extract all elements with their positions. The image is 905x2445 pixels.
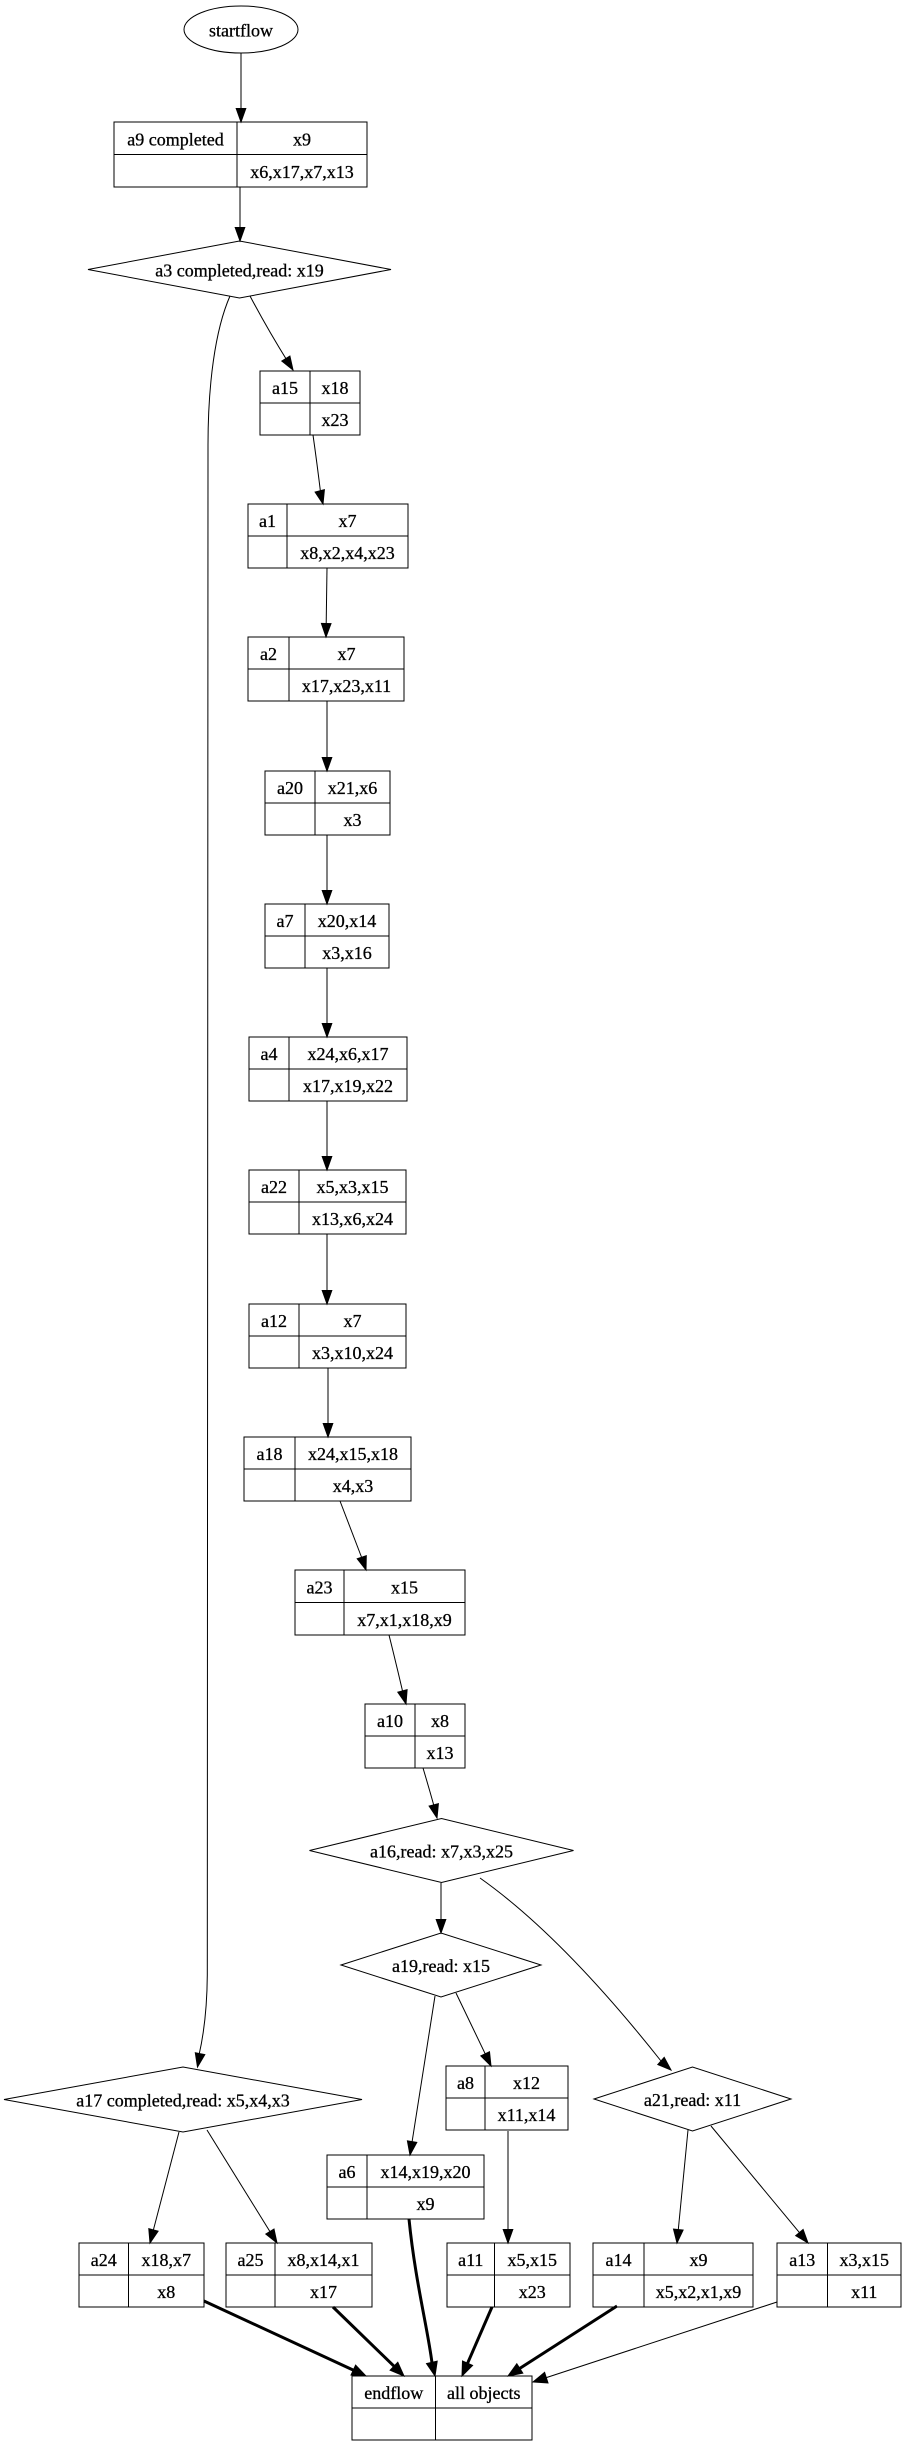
svg-text:a9 completed: a9 completed xyxy=(127,129,223,149)
svg-text:x7,x1,x18,x9: x7,x1,x18,x9 xyxy=(357,1610,452,1630)
svg-text:a16,read: x7,x3,x25: a16,read: x7,x3,x25 xyxy=(370,1842,513,1862)
svg-text:a11: a11 xyxy=(458,2250,483,2270)
svg-text:x24,x6,x17: x24,x6,x17 xyxy=(308,1044,389,1064)
svg-text:x23: x23 xyxy=(322,410,349,430)
svg-text:x13,x6,x24: x13,x6,x24 xyxy=(312,1209,393,1229)
svg-text:x7: x7 xyxy=(344,1311,362,1331)
svg-text:x7: x7 xyxy=(338,644,356,664)
svg-text:a6: a6 xyxy=(339,2162,356,2182)
svg-text:x18,x7: x18,x7 xyxy=(142,2250,192,2270)
svg-text:startflow: startflow xyxy=(209,21,273,41)
svg-text:x3,x10,x24: x3,x10,x24 xyxy=(312,1343,393,1363)
svg-text:x9: x9 xyxy=(293,129,311,149)
svg-text:x17,x23,x11: x17,x23,x11 xyxy=(302,676,391,696)
svg-text:x3: x3 xyxy=(344,810,362,830)
svg-text:a22: a22 xyxy=(261,1177,287,1197)
svg-text:a25: a25 xyxy=(238,2250,264,2270)
svg-text:x20,x14: x20,x14 xyxy=(318,911,377,931)
svg-text:x8,x14,x1: x8,x14,x1 xyxy=(288,2250,360,2270)
svg-text:x11,x14: x11,x14 xyxy=(498,2105,556,2125)
svg-text:x17: x17 xyxy=(310,2282,337,2302)
svg-text:a12: a12 xyxy=(261,1311,287,1331)
svg-text:a24: a24 xyxy=(91,2250,117,2270)
svg-text:x23: x23 xyxy=(519,2282,546,2302)
svg-text:x6,x17,x7,x13: x6,x17,x7,x13 xyxy=(250,162,354,182)
svg-text:a4: a4 xyxy=(261,1044,278,1064)
svg-text:x11: x11 xyxy=(851,2282,877,2302)
svg-text:a19,read: x15: a19,read: x15 xyxy=(392,1956,490,1976)
svg-text:x9: x9 xyxy=(690,2250,708,2270)
svg-text:x18: x18 xyxy=(322,378,349,398)
svg-text:x12: x12 xyxy=(513,2073,540,2093)
svg-text:x7: x7 xyxy=(339,511,357,531)
svg-text:x24,x15,x18: x24,x15,x18 xyxy=(308,1444,398,1464)
svg-text:a2: a2 xyxy=(260,644,277,664)
svg-text:x14,x19,x20: x14,x19,x20 xyxy=(381,2162,471,2182)
svg-text:x3,x15: x3,x15 xyxy=(840,2250,890,2270)
svg-text:a13: a13 xyxy=(789,2250,815,2270)
svg-text:a21,read: x11: a21,read: x11 xyxy=(644,2090,741,2110)
svg-text:endflow: endflow xyxy=(364,2383,423,2403)
svg-text:a14: a14 xyxy=(606,2250,632,2270)
svg-text:x17,x19,x22: x17,x19,x22 xyxy=(303,1076,393,1096)
svg-text:a10: a10 xyxy=(377,1711,403,1731)
svg-text:a23: a23 xyxy=(307,1577,333,1597)
svg-text:x13: x13 xyxy=(427,1743,454,1763)
svg-text:a7: a7 xyxy=(277,911,294,931)
svg-text:a1: a1 xyxy=(259,511,276,531)
svg-text:x5,x15: x5,x15 xyxy=(508,2250,558,2270)
svg-text:x4,x3: x4,x3 xyxy=(333,1476,374,1496)
svg-text:x15: x15 xyxy=(391,1577,418,1597)
svg-text:a18: a18 xyxy=(257,1444,283,1464)
svg-text:x8: x8 xyxy=(157,2282,175,2302)
svg-text:x5,x3,x15: x5,x3,x15 xyxy=(317,1177,389,1197)
svg-text:all objects: all objects xyxy=(447,2383,520,2403)
svg-text:x3,x16: x3,x16 xyxy=(322,943,372,963)
svg-text:x8: x8 xyxy=(431,1711,449,1731)
svg-text:x5,x2,x1,x9: x5,x2,x1,x9 xyxy=(656,2282,742,2302)
svg-text:x21,x6: x21,x6 xyxy=(328,778,378,798)
svg-text:a17 completed,read: x5,x4,x3: a17 completed,read: x5,x4,x3 xyxy=(76,2091,289,2111)
svg-text:a3 completed,read: x19: a3 completed,read: x19 xyxy=(155,261,323,281)
svg-text:a20: a20 xyxy=(277,778,303,798)
svg-text:x8,x2,x4,x23: x8,x2,x4,x23 xyxy=(300,543,395,563)
svg-text:a15: a15 xyxy=(272,378,298,398)
svg-text:x9: x9 xyxy=(417,2194,435,2214)
svg-text:a8: a8 xyxy=(457,2073,474,2093)
